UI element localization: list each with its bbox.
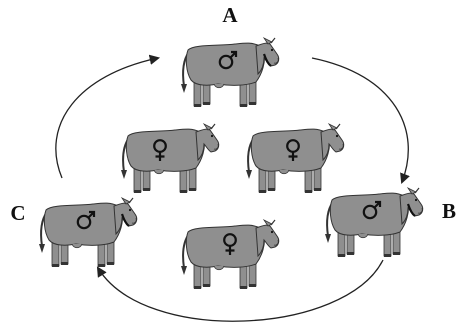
arrow-a-to-b [312,58,408,182]
bull-a [181,38,279,107]
label-b: B [442,199,456,223]
cow-right [246,124,344,193]
cow-left [121,124,219,193]
label-a: A [222,3,238,27]
bull-c [39,198,137,267]
cow-bottom [181,220,279,289]
label-c: C [10,201,25,225]
bull-b [325,188,423,257]
